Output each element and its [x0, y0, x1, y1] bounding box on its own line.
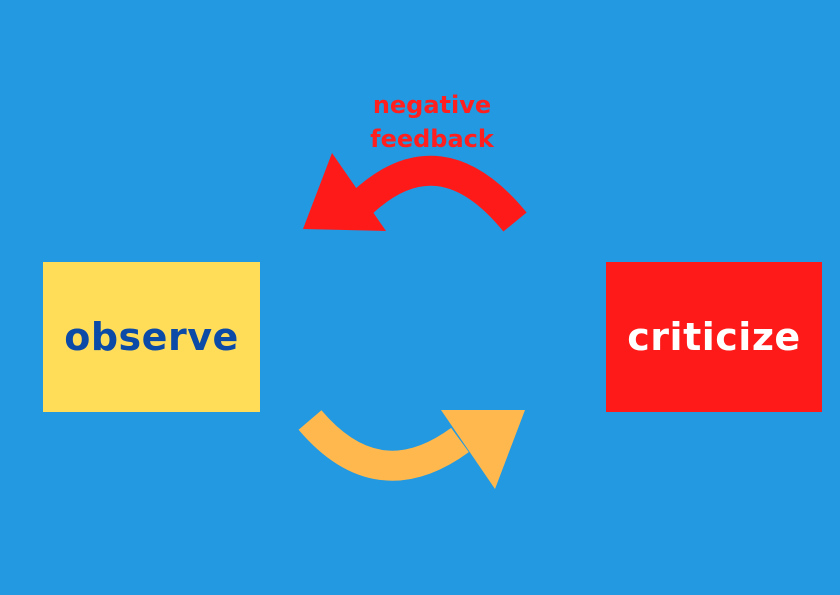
observe-box: observe [43, 262, 260, 412]
feedback-label-line2: feedback [370, 125, 494, 153]
negative-feedback-label: negative feedback [352, 88, 512, 156]
feedback-label-line1: negative [372, 91, 492, 119]
observe-label: observe [64, 315, 239, 359]
criticize-label: criticize [627, 315, 801, 359]
cycle-return-arrow-icon [298, 410, 525, 489]
negative-feedback-arrow-icon [303, 153, 527, 232]
criticize-box: criticize [606, 262, 822, 412]
